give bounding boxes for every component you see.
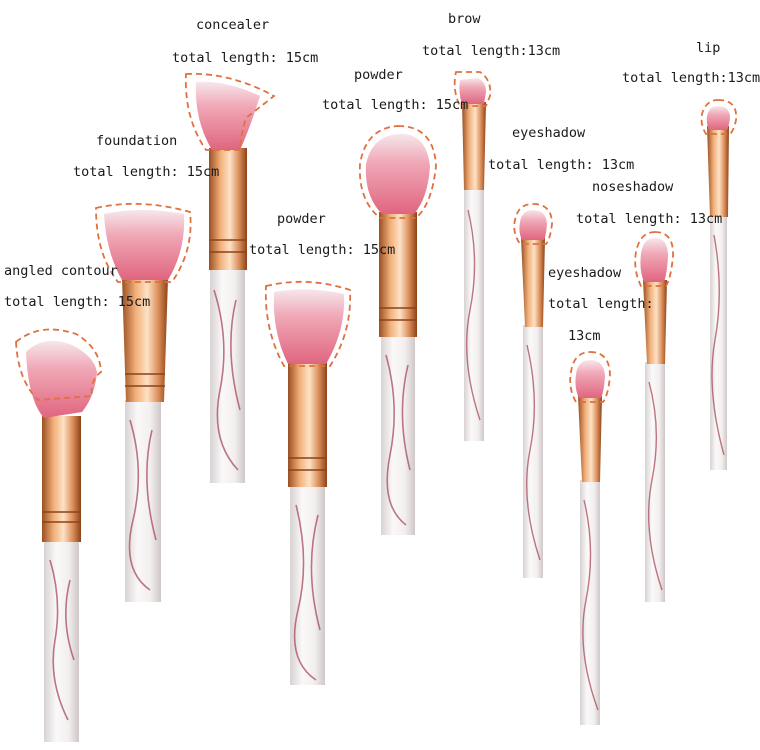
label-concealer-name: concealer xyxy=(196,17,270,33)
dashed-outline xyxy=(358,125,437,219)
small-brush-icon xyxy=(575,360,605,398)
small-brush-icon xyxy=(640,238,668,282)
label-powder-round-name: powder xyxy=(354,67,403,83)
dashed-outline xyxy=(95,202,192,283)
label-noseshadow-name: noseshadow xyxy=(592,179,674,195)
marble-vein xyxy=(128,419,157,591)
small-brush-icon xyxy=(519,210,547,240)
label-brow-name: brow xyxy=(448,11,481,27)
dashed-outline xyxy=(184,72,276,151)
flat-brush-icon xyxy=(273,289,345,364)
handle xyxy=(580,480,600,725)
flat-brush-icon xyxy=(104,210,185,280)
label-noseshadow-length: total length: 13cm xyxy=(576,211,723,227)
label-eyeshadow-2-name: eyeshadow xyxy=(548,265,622,281)
label-foundation-name: foundation xyxy=(96,133,178,149)
handle xyxy=(381,335,415,535)
marble-vein xyxy=(385,354,411,526)
brush-powder-round xyxy=(358,125,437,535)
label-lip-length: total length:13cm xyxy=(622,70,760,86)
marble-vein xyxy=(582,499,599,711)
angled-thin-brush-icon xyxy=(459,78,486,104)
dashed-outline xyxy=(634,231,674,287)
small-brush-icon xyxy=(706,106,730,130)
marble-vein xyxy=(465,209,481,421)
brush-eyeshadow-2 xyxy=(569,351,611,725)
label-brow-length: total length:13cm xyxy=(422,43,561,59)
label-lip-name: lip xyxy=(696,40,721,56)
brush-foundation xyxy=(95,202,192,602)
ferrule xyxy=(521,238,545,327)
label-powder-flat-name: powder xyxy=(277,211,326,227)
handle xyxy=(290,485,325,685)
marble-vein xyxy=(711,234,725,456)
label-angled-contour-name: angled contour xyxy=(4,263,118,279)
label-eyeshadow-2-length-cont: 13cm xyxy=(568,328,601,344)
brush-eyeshadow-1 xyxy=(513,203,553,578)
ferrule xyxy=(42,416,81,542)
marble-vein xyxy=(293,504,321,681)
label-angled-contour-length: total length: 15cm xyxy=(4,294,151,310)
brush-brow xyxy=(453,71,492,441)
brush-noseshadow xyxy=(634,231,674,602)
marble-vein xyxy=(49,559,75,721)
dashed-outline xyxy=(700,99,738,135)
ferrule xyxy=(643,280,667,364)
brush-angled-contour xyxy=(15,328,102,742)
brush-concealer xyxy=(184,72,276,483)
label-concealer-length: total length: 15cm xyxy=(172,50,319,66)
handle xyxy=(125,400,161,602)
label-eyeshadow-2-length: total length: xyxy=(548,296,654,312)
dashed-outline xyxy=(15,328,102,401)
handle xyxy=(210,268,245,483)
ferrule xyxy=(122,278,168,402)
angled-brush-icon xyxy=(195,81,260,150)
handle xyxy=(523,325,543,578)
marble-vein xyxy=(647,381,663,591)
dashed-outline xyxy=(264,280,352,367)
brush-powder-flat xyxy=(264,280,352,685)
dashed-outline xyxy=(453,71,492,107)
angled-brush-icon xyxy=(26,340,97,418)
label-foundation-length: total length: 15cm xyxy=(73,164,220,180)
label-eyeshadow-1-length: total length: 13cm xyxy=(488,157,635,173)
marble-vein xyxy=(525,344,541,561)
ferrule xyxy=(462,102,486,190)
ferrule xyxy=(379,212,417,337)
label-eyeshadow-1-name: eyeshadow xyxy=(512,125,586,141)
brush-lip xyxy=(700,99,738,470)
ferrule xyxy=(578,396,602,482)
ferrule xyxy=(209,148,247,270)
label-powder-round-length: total length: 15cm xyxy=(322,97,469,113)
round-brush-icon xyxy=(365,133,430,214)
ferrule xyxy=(288,362,327,487)
marble-vein xyxy=(213,289,241,471)
dashed-outline xyxy=(513,203,553,245)
handle xyxy=(464,188,484,441)
dashed-outline xyxy=(569,351,611,403)
handle xyxy=(44,540,79,742)
label-powder-flat-length: total length: 15cm xyxy=(249,242,396,258)
ferrule xyxy=(707,126,729,217)
